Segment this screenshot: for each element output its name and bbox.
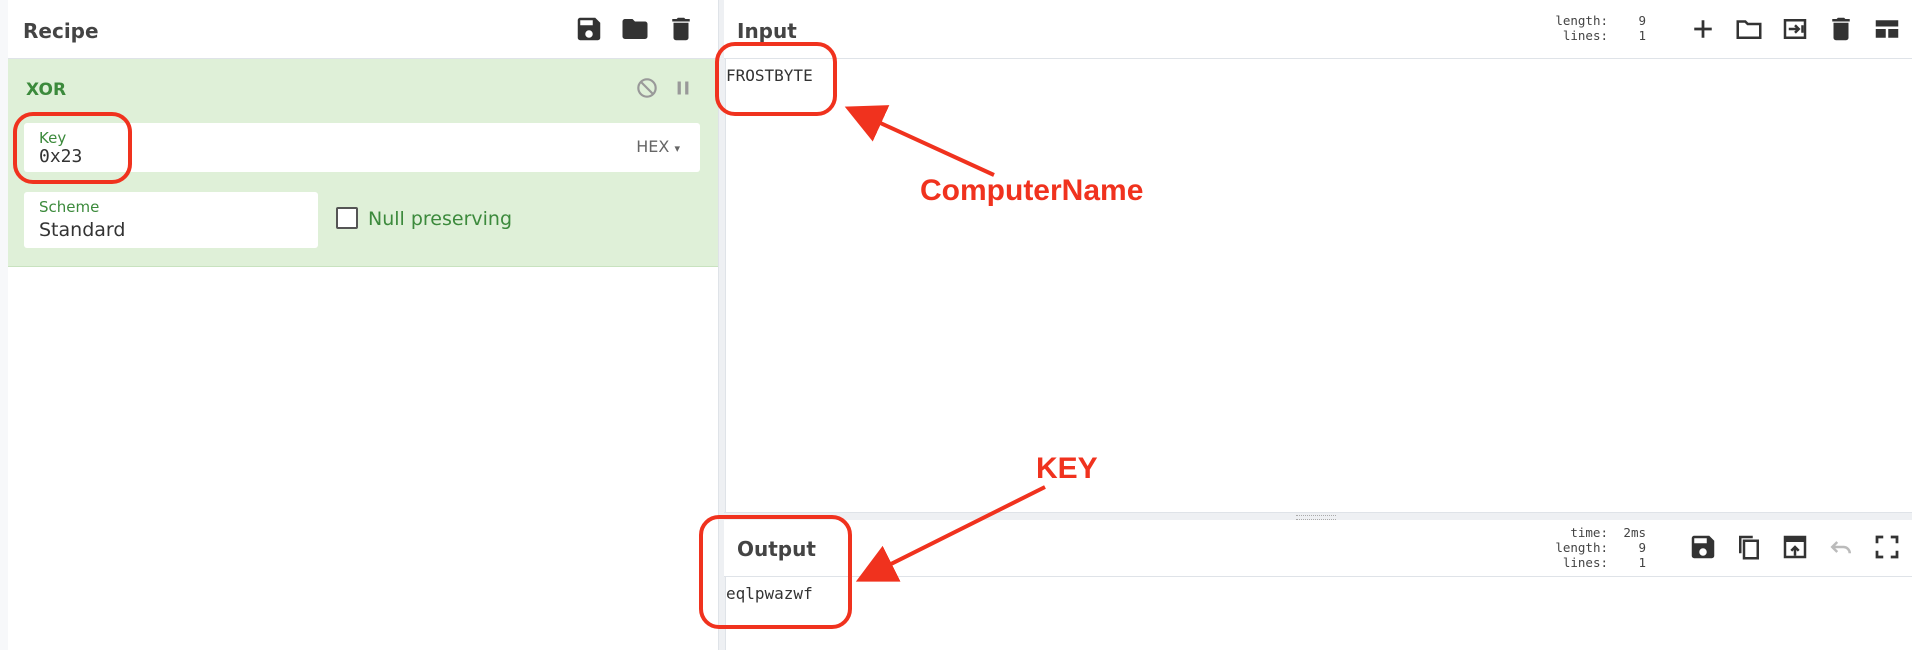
layout-icon[interactable] bbox=[1872, 14, 1902, 44]
scheme-label: Scheme bbox=[39, 198, 100, 216]
output-length-label: length: bbox=[1555, 540, 1608, 555]
pane-divider[interactable] bbox=[718, 0, 726, 650]
trash-icon[interactable] bbox=[1826, 14, 1856, 44]
output-lines-label: lines: bbox=[1562, 555, 1608, 570]
replace-input-icon[interactable] bbox=[1780, 532, 1810, 562]
input-header: Input length: 9 lines: 1 bbox=[724, 0, 1912, 59]
null-preserving-checkbox[interactable] bbox=[336, 207, 358, 229]
input-length-label: length: bbox=[1555, 13, 1608, 28]
output-lines-value: 1 bbox=[1638, 555, 1646, 570]
input-stats: length: 9 lines: 1 bbox=[1552, 13, 1646, 43]
key-label: Key bbox=[39, 129, 67, 147]
scheme-value: Standard bbox=[39, 219, 126, 241]
null-preserving-label[interactable]: Null preserving bbox=[368, 208, 513, 230]
save-icon[interactable] bbox=[574, 14, 604, 44]
input-title: Input bbox=[737, 19, 797, 43]
splitter-grip[interactable] bbox=[1296, 515, 1336, 520]
recipe-pane: Recipe XOR Key 0x23 HEX ▾ Scheme Standar… bbox=[8, 0, 718, 650]
key-value[interactable]: 0x23 bbox=[39, 146, 83, 167]
input-lines-value: 1 bbox=[1638, 28, 1646, 43]
input-length-value: 9 bbox=[1638, 13, 1646, 28]
save-icon[interactable] bbox=[1688, 532, 1718, 562]
output-title: Output bbox=[737, 537, 816, 561]
output-length-value: 9 bbox=[1638, 540, 1646, 555]
output-time-label: time: bbox=[1570, 525, 1608, 540]
output-header: Output time: 2ms length: 9 lines: 1 bbox=[724, 520, 1912, 577]
output-time-value: 2ms bbox=[1623, 525, 1646, 540]
folder-icon[interactable] bbox=[620, 14, 650, 44]
key-format-label: HEX bbox=[636, 137, 670, 156]
scheme-field[interactable]: Scheme Standard bbox=[24, 192, 318, 248]
recipe-header: Recipe bbox=[8, 0, 718, 59]
key-field[interactable]: Key 0x23 HEX ▾ bbox=[24, 123, 700, 172]
fullscreen-icon[interactable] bbox=[1872, 532, 1902, 562]
output-pane: Output time: 2ms length: 9 lines: 1 eqlpwaz… bbox=[724, 520, 1912, 650]
operation-name: XOR bbox=[26, 80, 67, 100]
io-splitter[interactable] bbox=[724, 512, 1912, 521]
open-folder-icon[interactable] bbox=[1734, 14, 1764, 44]
key-format-dropdown[interactable]: HEX ▾ bbox=[636, 137, 680, 156]
input-pane: Input length: 9 lines: 1 FROSTBYTE bbox=[724, 0, 1912, 512]
xor-operation: XOR Key 0x23 HEX ▾ Scheme Standard Null … bbox=[8, 59, 718, 267]
disable-icon[interactable] bbox=[634, 75, 660, 101]
caret-down-icon: ▾ bbox=[674, 142, 680, 155]
import-icon[interactable] bbox=[1780, 14, 1810, 44]
input-text-area[interactable]: FROSTBYTE bbox=[726, 66, 813, 85]
recipe-title: Recipe bbox=[23, 19, 99, 43]
plus-icon[interactable] bbox=[1688, 14, 1718, 44]
pause-icon[interactable] bbox=[670, 75, 696, 101]
trash-icon[interactable] bbox=[666, 14, 696, 44]
copy-icon[interactable] bbox=[1734, 532, 1764, 562]
input-lines-label: lines: bbox=[1562, 28, 1608, 43]
undo-icon[interactable] bbox=[1826, 532, 1856, 562]
output-text-area[interactable]: eqlpwazwf bbox=[726, 584, 813, 603]
output-stats: time: 2ms length: 9 lines: 1 bbox=[1542, 525, 1646, 570]
